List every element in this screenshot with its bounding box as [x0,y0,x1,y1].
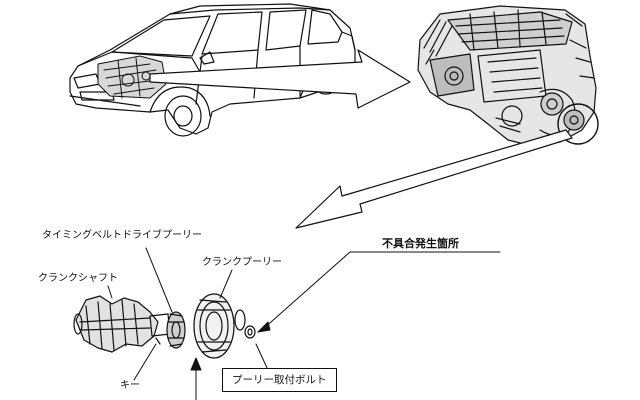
timing-belt-pulley-label: タイミングベルトドライブプーリー [42,230,202,241]
engine-illustration [417,5,599,147]
arrow-car-to-engine [149,49,411,109]
crankshaft-label: クランクシャフト [38,273,118,284]
leader-lines [107,247,501,400]
arrow-engine-to-crankshaft [295,129,573,229]
pulley-bolt-label: プーリー取付ボルト [222,368,337,392]
minivan-illustration [69,3,356,137]
crankshaft-assembly-illustration [73,293,256,359]
crank-pulley-label: クランクプーリー [202,257,282,268]
key-label: キー [120,380,140,391]
defect-location-label: 不具合発生箇所 [382,237,459,250]
